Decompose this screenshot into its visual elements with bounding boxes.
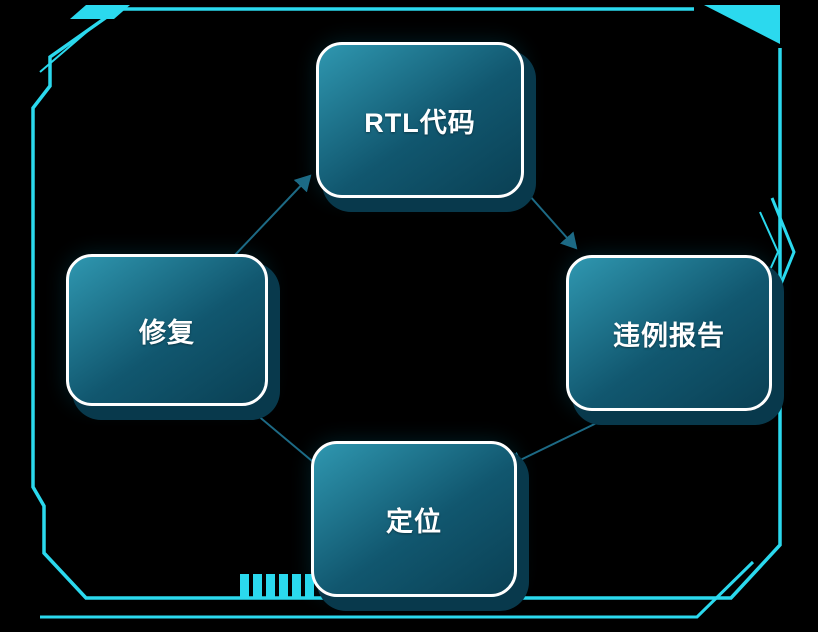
node-rtl-code: RTL代码 [316,42,524,198]
frame-tick-marks [240,574,314,598]
frame-topright-triangle [704,5,780,44]
frame-bottom-accent-line [40,560,755,619]
frame-right-chevron-outer [770,197,796,307]
node-locate-label: 定位 [386,506,442,537]
arrow-locate-to-fix [242,402,319,467]
node-locate: 定位 [311,441,517,597]
frame-topleft-chip [70,5,130,19]
frame-outline [31,7,782,600]
arrow-fix-to-rtl [233,174,312,257]
node-fix: 修复 [66,254,268,406]
node-violation-report-label: 违例报告 [613,320,725,351]
frame-topleft-accent [39,23,97,73]
node-rtl-code-label: RTL代码 [364,107,476,138]
node-violation-report: 违例报告 [566,255,772,411]
arrow-report-to-locate [506,401,641,468]
node-fix-label: 修复 [139,317,195,348]
